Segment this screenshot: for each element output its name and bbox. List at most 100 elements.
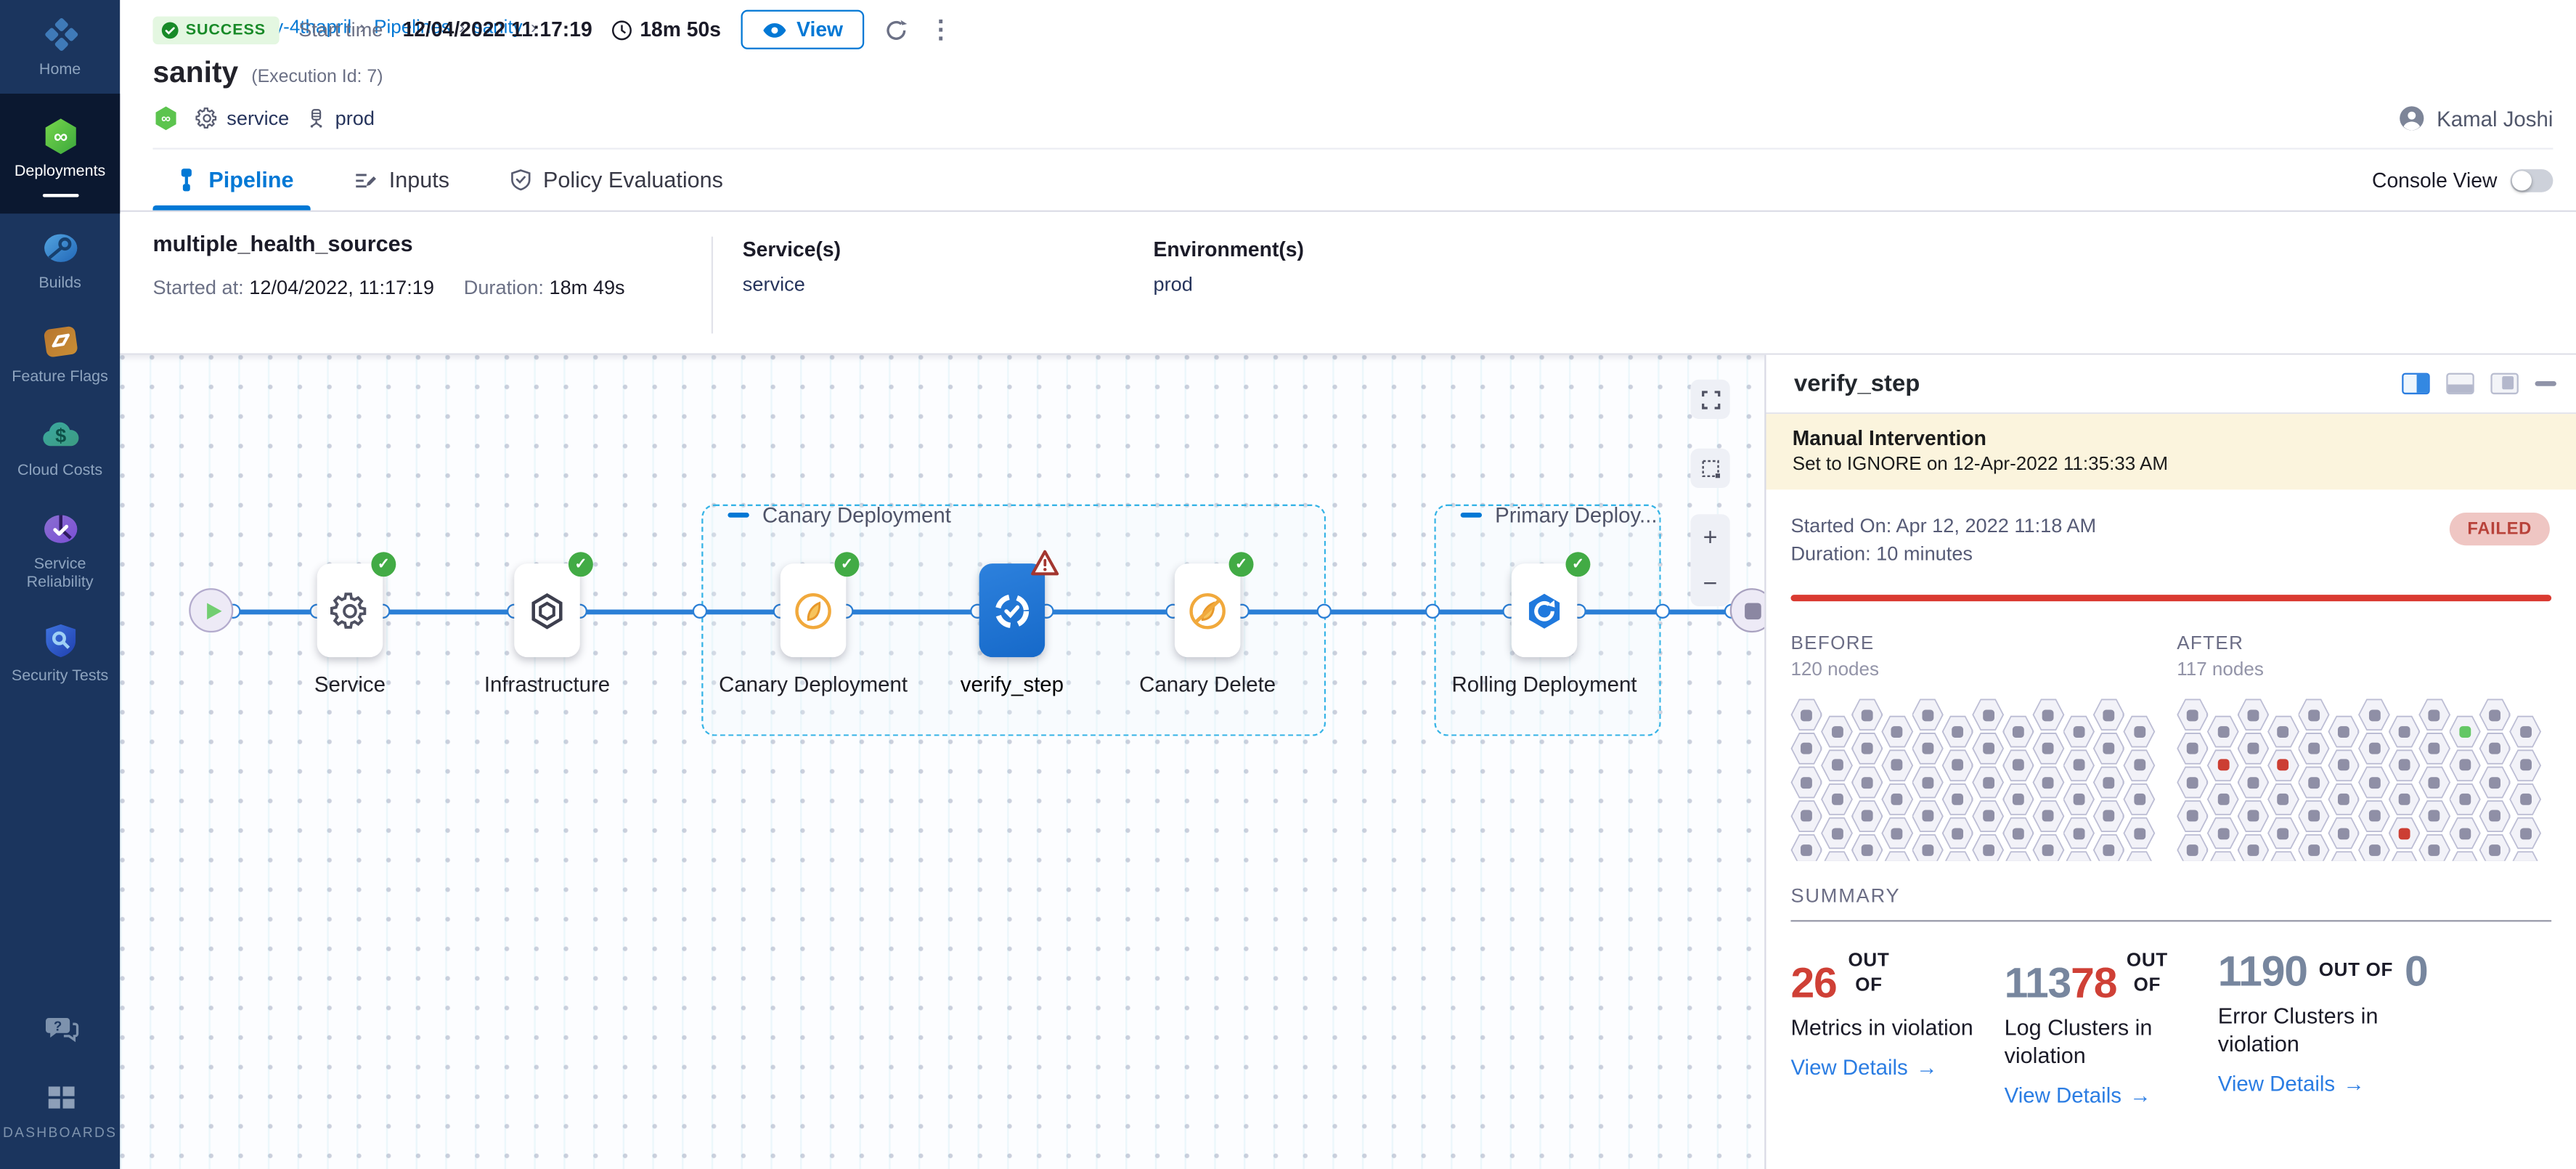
hex-node[interactable] bbox=[2123, 783, 2156, 815]
hex-node[interactable] bbox=[2358, 698, 2390, 731]
hex-node[interactable] bbox=[2388, 749, 2421, 782]
hex-node[interactable] bbox=[1972, 800, 2005, 833]
service-tag[interactable]: service bbox=[195, 107, 289, 130]
hex-node[interactable] bbox=[2002, 715, 2034, 748]
environment-tag[interactable]: prod bbox=[306, 107, 375, 130]
hex-node[interactable] bbox=[2388, 851, 2421, 860]
sidebar-item-cloud-costs[interactable]: $ Cloud Costs bbox=[0, 401, 120, 494]
hex-node[interactable] bbox=[1941, 817, 1974, 850]
hex-node[interactable] bbox=[2032, 698, 2065, 731]
environments-value[interactable]: prod bbox=[1153, 272, 1193, 296]
hex-node[interactable] bbox=[2479, 800, 2511, 833]
hex-node[interactable] bbox=[2358, 733, 2390, 765]
hex-node[interactable] bbox=[2328, 851, 2360, 860]
hex-node[interactable] bbox=[2092, 766, 2125, 799]
hex-node[interactable] bbox=[2092, 698, 2125, 731]
stage-group-label[interactable]: Primary Deploy... bbox=[1495, 502, 1658, 528]
hex-node[interactable] bbox=[2063, 715, 2095, 748]
hex-node[interactable] bbox=[1881, 715, 1914, 748]
hex-node[interactable] bbox=[2509, 817, 2542, 850]
hex-node[interactable] bbox=[2418, 766, 2451, 799]
hex-node[interactable] bbox=[2123, 749, 2156, 782]
hex-node[interactable] bbox=[2328, 749, 2360, 782]
breadcrumb-page[interactable]: sanity bbox=[473, 17, 523, 38]
hex-node[interactable] bbox=[1790, 766, 1823, 799]
hex-node[interactable] bbox=[2448, 715, 2481, 748]
hex-node[interactable] bbox=[2418, 698, 2451, 731]
hex-node[interactable] bbox=[2092, 733, 2125, 765]
hex-node[interactable] bbox=[1851, 800, 1883, 833]
hex-node[interactable] bbox=[2123, 715, 2156, 748]
hex-node[interactable] bbox=[1911, 766, 1944, 799]
hex-node[interactable] bbox=[2479, 698, 2511, 731]
hex-node[interactable] bbox=[2177, 733, 2209, 765]
hex-node[interactable] bbox=[1881, 817, 1914, 850]
hex-node[interactable] bbox=[1881, 851, 1914, 860]
minimize-panel-icon[interactable] bbox=[2535, 380, 2556, 386]
node-service[interactable]: ✓ bbox=[317, 552, 396, 658]
hex-node[interactable] bbox=[1941, 783, 1974, 815]
node-canary-delete[interactable]: ✓ bbox=[1174, 552, 1254, 658]
hex-node[interactable] bbox=[2297, 698, 2330, 731]
hex-node[interactable] bbox=[1972, 834, 2005, 860]
hex-node[interactable] bbox=[2448, 817, 2481, 850]
hex-node[interactable] bbox=[2032, 733, 2065, 765]
hex-node[interactable] bbox=[1972, 766, 2005, 799]
hex-node[interactable] bbox=[2297, 800, 2330, 833]
hex-node[interactable] bbox=[1941, 851, 1974, 860]
hex-node[interactable] bbox=[2032, 800, 2065, 833]
hex-node[interactable] bbox=[1790, 834, 1823, 860]
hex-node[interactable] bbox=[2418, 800, 2451, 833]
hex-node[interactable] bbox=[2267, 783, 2299, 815]
hex-node[interactable] bbox=[2092, 800, 2125, 833]
hex-node[interactable] bbox=[2509, 851, 2542, 860]
layout-floating-icon[interactable] bbox=[2490, 372, 2519, 395]
user-chip[interactable]: Kamal Joshi bbox=[2399, 105, 2553, 131]
breadcrumb-pipelines[interactable]: Pipelines bbox=[374, 17, 451, 38]
hex-node[interactable] bbox=[2479, 834, 2511, 860]
hex-node[interactable] bbox=[2237, 800, 2270, 833]
pipeline-end-node[interactable] bbox=[1729, 588, 1765, 633]
hex-node[interactable] bbox=[1972, 698, 2005, 731]
hex-node[interactable] bbox=[1821, 715, 1853, 748]
hex-node[interactable] bbox=[1941, 715, 1974, 748]
hex-node[interactable] bbox=[2448, 783, 2481, 815]
hex-node[interactable] bbox=[2509, 715, 2542, 748]
hex-node[interactable] bbox=[1881, 749, 1914, 782]
hex-node[interactable] bbox=[2448, 851, 2481, 860]
stage-group-label[interactable]: Canary Deployment bbox=[762, 502, 951, 528]
hex-node[interactable] bbox=[2206, 851, 2239, 860]
hex-node[interactable] bbox=[2237, 698, 2270, 731]
hex-node[interactable] bbox=[2267, 817, 2299, 850]
hex-node[interactable] bbox=[1941, 749, 1974, 782]
hex-node[interactable] bbox=[2063, 749, 2095, 782]
hex-node[interactable] bbox=[1851, 834, 1883, 860]
hex-node[interactable] bbox=[1972, 733, 2005, 765]
hex-node[interactable] bbox=[2267, 851, 2299, 860]
tab-pipeline[interactable]: Pipeline bbox=[152, 150, 310, 211]
hex-node[interactable] bbox=[2177, 698, 2209, 731]
hex-node[interactable] bbox=[1790, 698, 1823, 731]
sidebar-item-deployments[interactable]: ∞ Deployments bbox=[0, 93, 121, 214]
hex-node[interactable] bbox=[1911, 834, 1944, 860]
hex-node[interactable] bbox=[1790, 733, 1823, 765]
hex-node[interactable] bbox=[2388, 817, 2421, 850]
hex-node[interactable] bbox=[2479, 766, 2511, 799]
hex-node[interactable] bbox=[2358, 766, 2390, 799]
hex-node[interactable] bbox=[1821, 783, 1853, 815]
hex-node[interactable] bbox=[1911, 698, 1944, 731]
sidebar-item-help[interactable]: ? bbox=[0, 994, 120, 1063]
layout-split-right-icon[interactable] bbox=[2402, 372, 2430, 395]
hex-node[interactable] bbox=[2177, 766, 2209, 799]
hex-node[interactable] bbox=[1911, 733, 1944, 765]
refresh-icon[interactable] bbox=[884, 17, 909, 42]
hex-node[interactable] bbox=[1851, 766, 1883, 799]
hex-node[interactable] bbox=[2297, 766, 2330, 799]
hex-node[interactable] bbox=[2267, 715, 2299, 748]
hex-node[interactable] bbox=[2509, 783, 2542, 815]
fit-to-screen-button[interactable] bbox=[1690, 379, 1730, 420]
error-clusters-view-details-link[interactable]: View Details→ bbox=[2217, 1070, 2365, 1096]
hex-node[interactable] bbox=[2092, 834, 2125, 860]
kebab-menu-icon[interactable]: ⋮ bbox=[928, 16, 953, 45]
hex-node[interactable] bbox=[2237, 834, 2270, 860]
